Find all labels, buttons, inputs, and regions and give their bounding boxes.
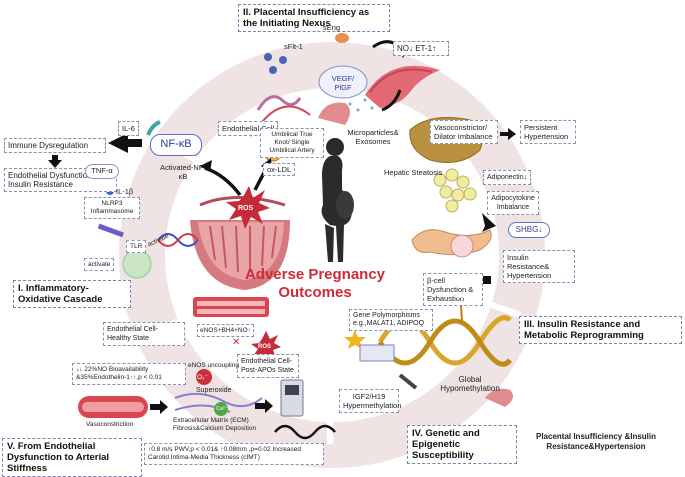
activate-box: activate	[84, 258, 115, 271]
section-title-metabolic: III. Insulin Resistance and Metabolic Re…	[519, 316, 682, 344]
ecm-label: Extracellular Matrix (ECM) Fibrosis&Calc…	[173, 417, 257, 432]
arrow-nfkb-to-immune	[108, 133, 142, 153]
tlr-cell-icon	[122, 249, 152, 279]
il1b-label: IL-1β	[116, 187, 134, 196]
arrow-right	[500, 128, 516, 140]
ros-label-left: ROS	[238, 205, 254, 212]
superoxide-icon	[196, 369, 212, 385]
calcium-label: Ca²⁺	[216, 406, 228, 412]
section-title-endothelial: V. From Endothelial Dysfunction to Arter…	[2, 438, 142, 477]
gene-polymorphism-box: Gene Polymorphisms e.g.,MALAT1, ADIPOQ	[349, 309, 433, 331]
arrow-right	[255, 399, 273, 413]
hepatic-steatosis-label: Hepatic Steatosis	[384, 168, 443, 177]
arrow-up	[483, 270, 491, 284]
vegf-label: VEGF/ PlGF	[331, 74, 355, 92]
igf2-h19-box: IGF2/H19 Hypermethylation	[339, 389, 401, 413]
il6-icon	[146, 120, 161, 136]
section-title-genetic: IV. Genetic and Epigenetic Susceptibilit…	[407, 425, 517, 464]
arrow-immune-down	[48, 155, 62, 168]
genetic-outcome-label: Placental Insufficiency &Insulin Resista…	[535, 432, 657, 451]
central-title: Adverse Pregnancy Outcomes	[244, 266, 386, 301]
arrow-curve-icon	[381, 89, 402, 112]
cross-mark: ✕	[232, 337, 240, 348]
seng-label: sEng	[323, 23, 341, 32]
microparticles-label: Microparticles& Exosomes	[347, 128, 399, 146]
insulin-resistance-text: Insulin Resistance	[8, 180, 73, 189]
calcium-icon	[214, 402, 228, 416]
enos-uncoupling-label: eNOS uncoupling	[188, 362, 239, 369]
dna-helix-icon	[377, 318, 513, 367]
vasoconstriction-label: Vasoconstriction	[86, 421, 134, 428]
endothelial-dysfunction-text: Endothelial Dysfunction	[8, 171, 92, 180]
placenta-illustration	[190, 196, 290, 290]
placenta-small-icon	[485, 388, 514, 407]
nlrp3-box: NLRP3 Inflammasome	[84, 197, 140, 219]
arrow-to-shbg	[482, 213, 496, 232]
islet-cell-icon	[450, 234, 474, 258]
adiponectin-box: Adiponectin↓	[483, 170, 532, 185]
seng-icon	[335, 33, 349, 43]
il6-box: IL-6	[118, 121, 139, 136]
no-bioavailability-box: ↓↓ 22%NO Bioavailability &35%Endothelin-…	[72, 363, 186, 385]
sflt-label: sFlt-1	[284, 42, 303, 51]
ultrasound-screen	[285, 385, 299, 395]
umbilical-cord-icon	[261, 105, 311, 123]
section-title-inflammatory: I. Inflammatory-Oxidative Cascade	[13, 280, 131, 308]
ox-ldl-box: ox-LDL	[263, 163, 296, 176]
endothelial-dysfunction-box: Endothelial Dysfunction Insulin Resistan…	[4, 168, 117, 192]
o2-label: O₂⁻	[197, 374, 209, 381]
adipocytokine-box: Adipocytokine Imbalance	[487, 191, 539, 215]
tlr-box: TLR	[126, 240, 147, 253]
healthy-state-box: Endothelial Cell-Healthy State	[103, 322, 185, 346]
endothelial-layer-icon	[197, 309, 265, 314]
artery-vessel-icon	[82, 402, 144, 412]
enos-box: eNOS+BH4+NO↑	[197, 324, 254, 337]
waveform-icon	[274, 424, 336, 440]
persistent-hypertension-box: Persistent Hypertension	[520, 120, 576, 144]
dna-strand-icon	[157, 233, 199, 247]
activated-nfkb-label: Activated-NF-κB	[160, 163, 206, 181]
inflammasome-icon	[97, 223, 124, 238]
beta-cell-box: β-cell Dysfunction & Exhaustion	[423, 273, 483, 306]
no-et1-box: NO↓ ET-1↑	[393, 41, 449, 56]
global-hypomethylation-label: Global Hypomethylation	[440, 375, 500, 393]
immune-dysregulation-box: Immune Dysregulation	[4, 138, 106, 153]
ros-burst-icon	[226, 186, 270, 229]
shbg-pill: SHBG↓	[508, 222, 550, 238]
vessel-illustration	[365, 65, 440, 108]
arrow-right	[150, 400, 168, 414]
arrow-head	[200, 160, 212, 172]
pwv-cimt-box: ↑0.8 m/s PWV,p < 0.01& ↑0.08mm ,p=0.02 I…	[144, 443, 324, 465]
post-apo-box: Endothelial Cell-Post-APOs State	[237, 354, 299, 378]
endothelial-layer-icon	[197, 301, 265, 306]
umbilical-cord-box: Umbilical True Knot/ Single Umbilical Ar…	[260, 128, 324, 158]
section-title-placental: II. Placental Insufficiency as the Initi…	[238, 4, 390, 32]
methyl-line	[460, 304, 463, 323]
vegf-cell-icon	[318, 65, 368, 99]
nfkb-pill: NF-κB	[150, 134, 202, 156]
vaso-imbalance-box: Vasoconstrictor/ Dilator Imbalance	[430, 120, 498, 144]
magnifier-icon	[398, 373, 418, 390]
ir-hypertension-box: Insulin Resistance& Hypertension	[503, 250, 575, 283]
methyl-label: Me	[456, 293, 466, 300]
star-icon	[344, 330, 366, 349]
sequence-panel-icon	[359, 344, 395, 362]
placenta-small-icon	[318, 102, 350, 125]
sflt-molecules-icon	[264, 53, 287, 74]
ring-divider	[476, 297, 522, 318]
tnf-alpha-pill: TNF-α	[85, 164, 119, 179]
ros-label-bottom: ROS	[258, 344, 272, 350]
umbilical-cord-icon	[256, 95, 302, 111]
pregnant-woman-icon	[321, 138, 354, 262]
adipose-cells-icon	[433, 168, 477, 213]
superoxide-label: Superoxide	[196, 387, 232, 394]
